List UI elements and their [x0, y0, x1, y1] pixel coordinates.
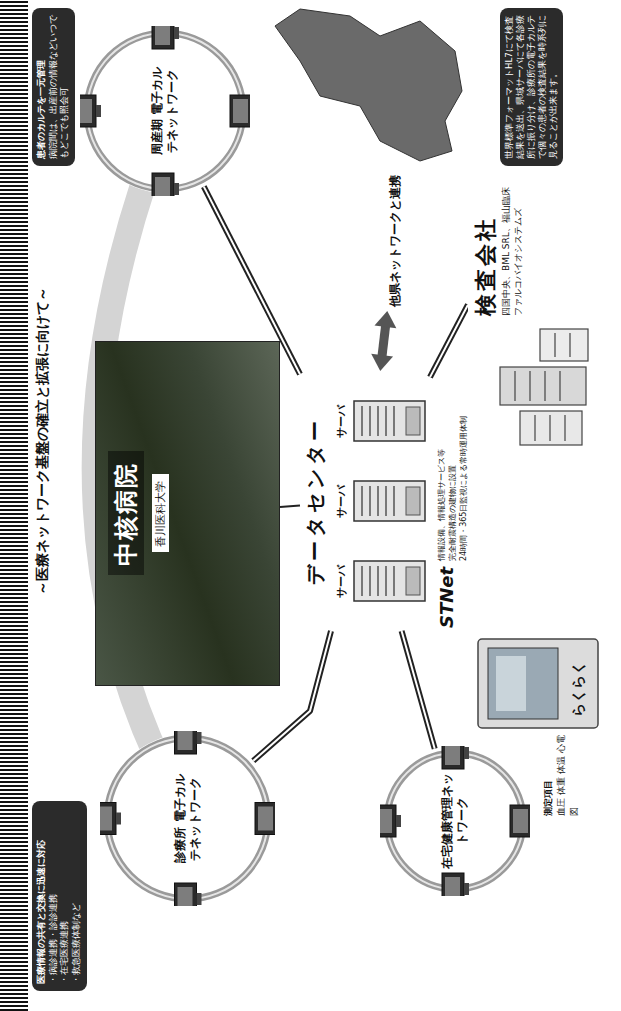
computer-icon — [442, 873, 469, 896]
node-text: 周産期 電子カルテネットワーク — [150, 61, 180, 161]
node-text: 中核病院 — [108, 452, 144, 576]
callout-box: 世界標準フォーマットHL7にて検査結果を送出、県域サーバにて各診療所に振り分け、… — [500, 8, 563, 166]
server: サーバ — [334, 473, 429, 529]
diagram-title: ～医療ネットワーク基盤の確立と拡張に向けて～ — [34, 201, 52, 681]
network-ring: 在宅健康管理ネットワーク — [380, 746, 530, 896]
node-text: サーバ — [334, 393, 349, 449]
node-text: ・在宅医療連携 — [59, 808, 71, 984]
computer-icon — [510, 805, 530, 837]
node-text: 他県ネットワークと連携 — [387, 175, 404, 307]
computer-icon — [152, 26, 179, 49]
computer-icon — [442, 746, 469, 769]
computer-icon — [80, 95, 101, 127]
node-text: データセンター — [300, 371, 329, 631]
stripe-band — [0, 0, 28, 1011]
server-icon — [352, 473, 429, 529]
node-text: 世界標準フォーマットHL7にて検査結果を送出、県域サーバにて各診療所に振り分け、… — [504, 15, 559, 159]
server: サーバ — [334, 553, 429, 609]
note-text: 情報設備、情報処理サービス等 — [436, 391, 447, 561]
node-text: サーバ — [334, 473, 349, 529]
computer-icon — [230, 95, 250, 127]
link-label: 他県ネットワークと連携 — [384, 171, 407, 311]
node-text: 患者のカルテを一元管理 — [36, 15, 48, 159]
computer-icon — [175, 731, 202, 754]
prefecture-map — [275, 9, 462, 161]
computer-icon — [152, 173, 179, 196]
computer-icon — [255, 803, 275, 835]
node-text: 診療所 電子カルテネットワーク — [173, 769, 203, 869]
note-text: 完全耐震構造の建物に設置 — [447, 391, 458, 561]
node-text: ・救急医療体制など — [71, 808, 83, 984]
connector — [402, 631, 435, 749]
connector — [371, 311, 396, 371]
server: サーバ — [334, 393, 429, 449]
callout-box: 患者のカルテを一元管理病院間は、出産前の情報などいつでもどこでも照会可 — [32, 8, 75, 166]
device-name: らくらく — [570, 659, 588, 719]
server-icon — [352, 393, 429, 449]
network-ring: 周産期 電子カルテネットワーク — [80, 26, 250, 196]
callout-box: 医療情報の共有と交換に迅速に対応・病診連携・診診連携・在宅医療連携・救急医療体制… — [32, 801, 87, 991]
network-ring: 診療所 電子カルテネットワーク — [100, 731, 275, 906]
server-icon — [352, 553, 429, 609]
node-text: サーバ — [334, 553, 349, 609]
note-text: 血圧 体重 体温 心電図 — [555, 734, 581, 816]
brand-label: STNet — [436, 567, 457, 628]
node-text: 医療情報の共有と交換に迅速に対応 — [36, 808, 48, 984]
computer-icon — [100, 803, 121, 835]
node-text: 四国中央、BML SRL、福山臨床 ファルコバイオシステムズ — [501, 181, 524, 316]
node-text: 病院間は、出産前の情報などいつでもどこでも照会可 — [48, 15, 71, 159]
health-device — [478, 639, 598, 728]
connector — [280, 506, 300, 507]
computer-icon — [175, 883, 202, 906]
node-text: ・病診連携・診診連携 — [48, 808, 60, 984]
lab-buildings — [500, 329, 588, 445]
node-text: 検査会社 — [471, 181, 501, 316]
hospital-photo: 中核病院香川医科大学 — [95, 341, 280, 686]
node-text: 在宅健康管理ネットワーク — [440, 773, 470, 869]
note-text: 測定項目 — [542, 780, 555, 816]
computer-icon — [380, 805, 401, 837]
note-text: 24時間・365日監視による常時運用体制 — [458, 391, 469, 561]
connector — [430, 305, 468, 377]
node-text: 香川医科大学 — [152, 475, 169, 553]
lab-company: 検査会社四国中央、BML SRL、福山臨床 ファルコバイオシステムズ — [468, 176, 527, 321]
data-center: サーバサーバサーバデータセンター — [300, 371, 430, 631]
